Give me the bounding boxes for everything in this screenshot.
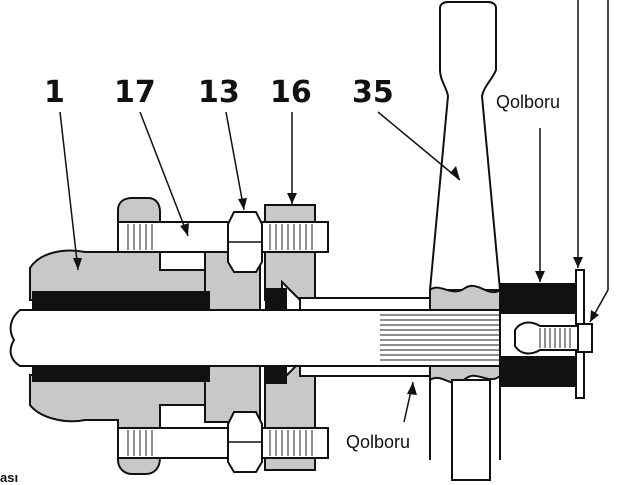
caption-fragment: ası — [0, 470, 18, 485]
packing-ring-upper — [32, 291, 210, 311]
pump-shaft — [9, 309, 501, 367]
stud-bolt-upper-part-17 — [117, 221, 329, 253]
callout-part-13: 13 — [198, 75, 240, 110]
callout-part-17: 17 — [114, 75, 156, 110]
retaining-bolt-threads — [539, 328, 571, 348]
stud-bolt-lower — [117, 427, 329, 459]
coupling-sleeve-upper-dark — [500, 284, 578, 314]
label-qolboru-bottom: Qolboru — [346, 432, 410, 452]
lever-stem — [451, 379, 491, 481]
label-qolboru-top: Qolboru — [496, 92, 560, 112]
coupling-lever-part-35 — [428, 1, 502, 291]
leader-lines — [59, 0, 609, 423]
housing-part-1-lower — [29, 374, 216, 475]
leader-arrowheads — [73, 166, 599, 395]
coupling-sleeve-lower-dark — [500, 356, 578, 386]
shaft-spline-hatching — [380, 314, 500, 361]
callout-part-1: 1 — [44, 75, 65, 110]
shaft-sleeve-upper — [299, 297, 441, 311]
gland-plate-seal-lower — [265, 362, 287, 384]
callout-part-35: 35 — [352, 75, 394, 110]
retaining-bolt-head — [577, 323, 593, 353]
gland-plate-seal-upper — [265, 288, 287, 310]
callout-part-16: 16 — [270, 75, 312, 110]
